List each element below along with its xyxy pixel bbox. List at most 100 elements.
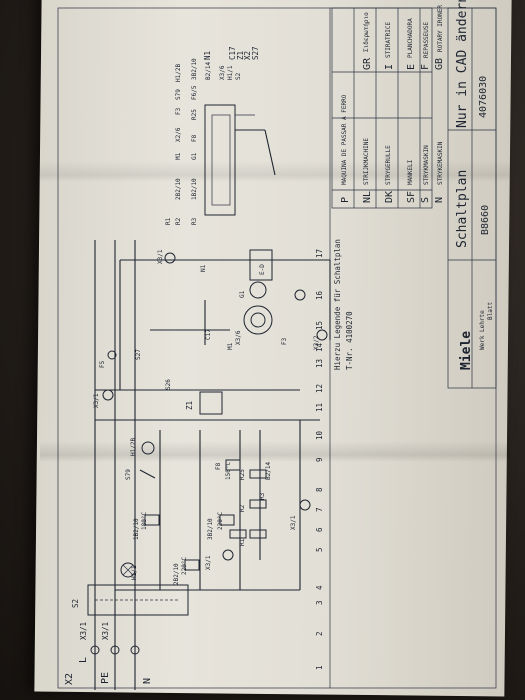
label-x2: X2 xyxy=(64,673,75,685)
ladder-15: 15 xyxy=(315,321,324,330)
label-n1: N1 xyxy=(200,264,207,272)
label-n: N xyxy=(142,678,153,684)
top-3b2: 3B2/10 xyxy=(191,58,198,80)
lang-text-f: REPASSEUSE xyxy=(423,21,430,58)
lang-text-gr: Σιδερωτήριο xyxy=(362,12,370,52)
ladder-5: 5 xyxy=(315,547,324,552)
lang-text-s: STRYKMASKIN xyxy=(423,145,430,185)
label-r2: R2 xyxy=(239,504,246,512)
label-e-d: E-D xyxy=(259,264,266,275)
label-temp-220a: 220°C xyxy=(181,557,188,575)
top-f6-5: F6/5 xyxy=(191,85,198,100)
ladder-12: 12 xyxy=(315,384,324,393)
label-temp-220b: 220°C xyxy=(217,512,224,530)
motor-circuit: X3/6 M1 G1 S27 S26 C17 E-D N1 F3 X3/2 X3… xyxy=(93,249,331,408)
label-x3-1f: X3/1 xyxy=(157,249,164,264)
ladder-11: 11 xyxy=(315,403,324,412)
model-number: B8660 xyxy=(480,205,491,235)
lang-text-nl: STRIJKMACHINE xyxy=(363,138,370,185)
legend-note-line2: T-Nr. 4100270 xyxy=(345,311,354,370)
heater-circuit: 1B2/10 180°C 2B2/10 220°C 3B2/10 220°C F… xyxy=(95,419,320,591)
label-f3: F3 xyxy=(281,337,288,345)
label-x3-1e: X3/1 xyxy=(93,393,100,408)
lang-text-gb: ROTARY IRONER xyxy=(437,5,444,52)
top-r1: R1 xyxy=(165,217,172,225)
label-x3-1b: X3/1 xyxy=(101,622,110,640)
label-s2: S2 xyxy=(71,599,80,608)
language-table: P MAQUINA DE PASSAR A FERRO NL STRIJKMAC… xyxy=(331,5,445,209)
label-temp-180: 180°C xyxy=(141,512,148,530)
lang-code-gr: GR xyxy=(362,57,373,70)
lang-text-sf: MANKELI xyxy=(407,159,414,185)
label-z1: Z1 xyxy=(185,401,194,410)
legend-note-line1: Hierzu Legende für Schaltplan xyxy=(333,239,342,370)
label-s26: S26 xyxy=(165,379,172,390)
top-s79: S79 xyxy=(175,89,182,100)
top-c17: C17 xyxy=(228,46,237,60)
top-h1-1: H1/1 xyxy=(227,65,234,80)
top-n1: N1 xyxy=(203,51,212,60)
top-m1: M1 xyxy=(175,152,182,160)
brand-sub: Werk Lehrte xyxy=(479,310,486,350)
label-x3-6: X3/6 xyxy=(235,330,242,345)
lang-code-gb: GB xyxy=(434,58,445,70)
top-x2: X2 xyxy=(243,51,252,60)
switch-s79: H1/2B S79 xyxy=(125,438,156,480)
legend-note: Hierzu Legende für Schaltplan T-Nr. 4100… xyxy=(333,239,354,370)
top-z1: Z1 xyxy=(236,51,245,60)
ladder-1: 1 xyxy=(315,665,324,670)
ladder-7: 7 xyxy=(315,507,324,512)
top-x3-6: X3/6 xyxy=(219,65,226,80)
label-l: L xyxy=(78,657,89,663)
top-h1-2b: H1/2B xyxy=(175,64,182,82)
left-terminals: X2 L X3/1 PE X3/1 N xyxy=(64,240,153,690)
lang-code-e: E xyxy=(406,64,417,70)
lang-text-dk: STRYGERULLE xyxy=(385,145,392,185)
ladder-10: 10 xyxy=(315,430,324,440)
drawing-number: 4076030 xyxy=(478,76,489,118)
top-1b2: 1B2/10 xyxy=(191,178,198,200)
top-x2-6: X2/6 xyxy=(175,127,182,142)
sheet-label: Blatt xyxy=(487,302,494,320)
lang-code-p: P xyxy=(340,197,351,203)
lang-code-dk: DK xyxy=(384,191,395,203)
lamp-h1-1: H1/1 xyxy=(120,562,138,580)
lang-text-e: PLANCHADORA xyxy=(407,18,414,58)
lang-code-s: S xyxy=(420,197,431,203)
ladder-3: 3 xyxy=(315,600,324,605)
label-pe: PE xyxy=(100,672,111,684)
lang-code-nl: NL xyxy=(362,191,373,203)
lang-code-sf: SF xyxy=(406,191,417,203)
ladder-16: 16 xyxy=(315,290,324,300)
label-x3-1d: X3/1 xyxy=(290,515,297,530)
ladder-9: 9 xyxy=(315,457,324,462)
label-m1: M1 xyxy=(227,342,234,350)
lang-code-f: F xyxy=(420,64,431,70)
ladder-6: 6 xyxy=(315,527,324,532)
label-h1-1: H1/1 xyxy=(131,565,138,580)
lang-text-p: MAQUINA DE PASSAR A FERRO xyxy=(341,94,348,185)
label-s27: S27 xyxy=(135,349,142,360)
top-r3: R3 xyxy=(191,217,198,225)
top-2b2: 2B2/10 xyxy=(175,178,182,200)
label-x3-1a: X3/1 xyxy=(79,622,88,640)
label-x3-2: X3/2 xyxy=(313,335,320,350)
label-c17: C17 xyxy=(205,329,212,340)
cad-note: Nur in CAD ändern xyxy=(455,0,470,128)
label-h1-2b: H1/2B xyxy=(130,438,137,456)
top-label-strip: R1 R2 2B2/10 M1 X2/6 F3 S79 H1/2B 1B2/10… xyxy=(165,46,276,225)
top-f8: F8 xyxy=(191,134,198,142)
label-f5: F5 xyxy=(99,360,106,368)
label-g1: G1 xyxy=(239,290,246,298)
label-f8: F8 xyxy=(215,462,222,470)
top-r2: R2 xyxy=(175,217,182,225)
drawing-frame xyxy=(57,7,497,689)
label-r25: R25 xyxy=(239,469,246,480)
top-r25: R25 xyxy=(191,109,198,120)
switch-s2: S2 xyxy=(71,584,189,616)
drawing-title: Schaltplan xyxy=(455,170,470,248)
ladder-2: 2 xyxy=(315,631,324,636)
label-b2-14: B2/14 xyxy=(265,462,272,480)
